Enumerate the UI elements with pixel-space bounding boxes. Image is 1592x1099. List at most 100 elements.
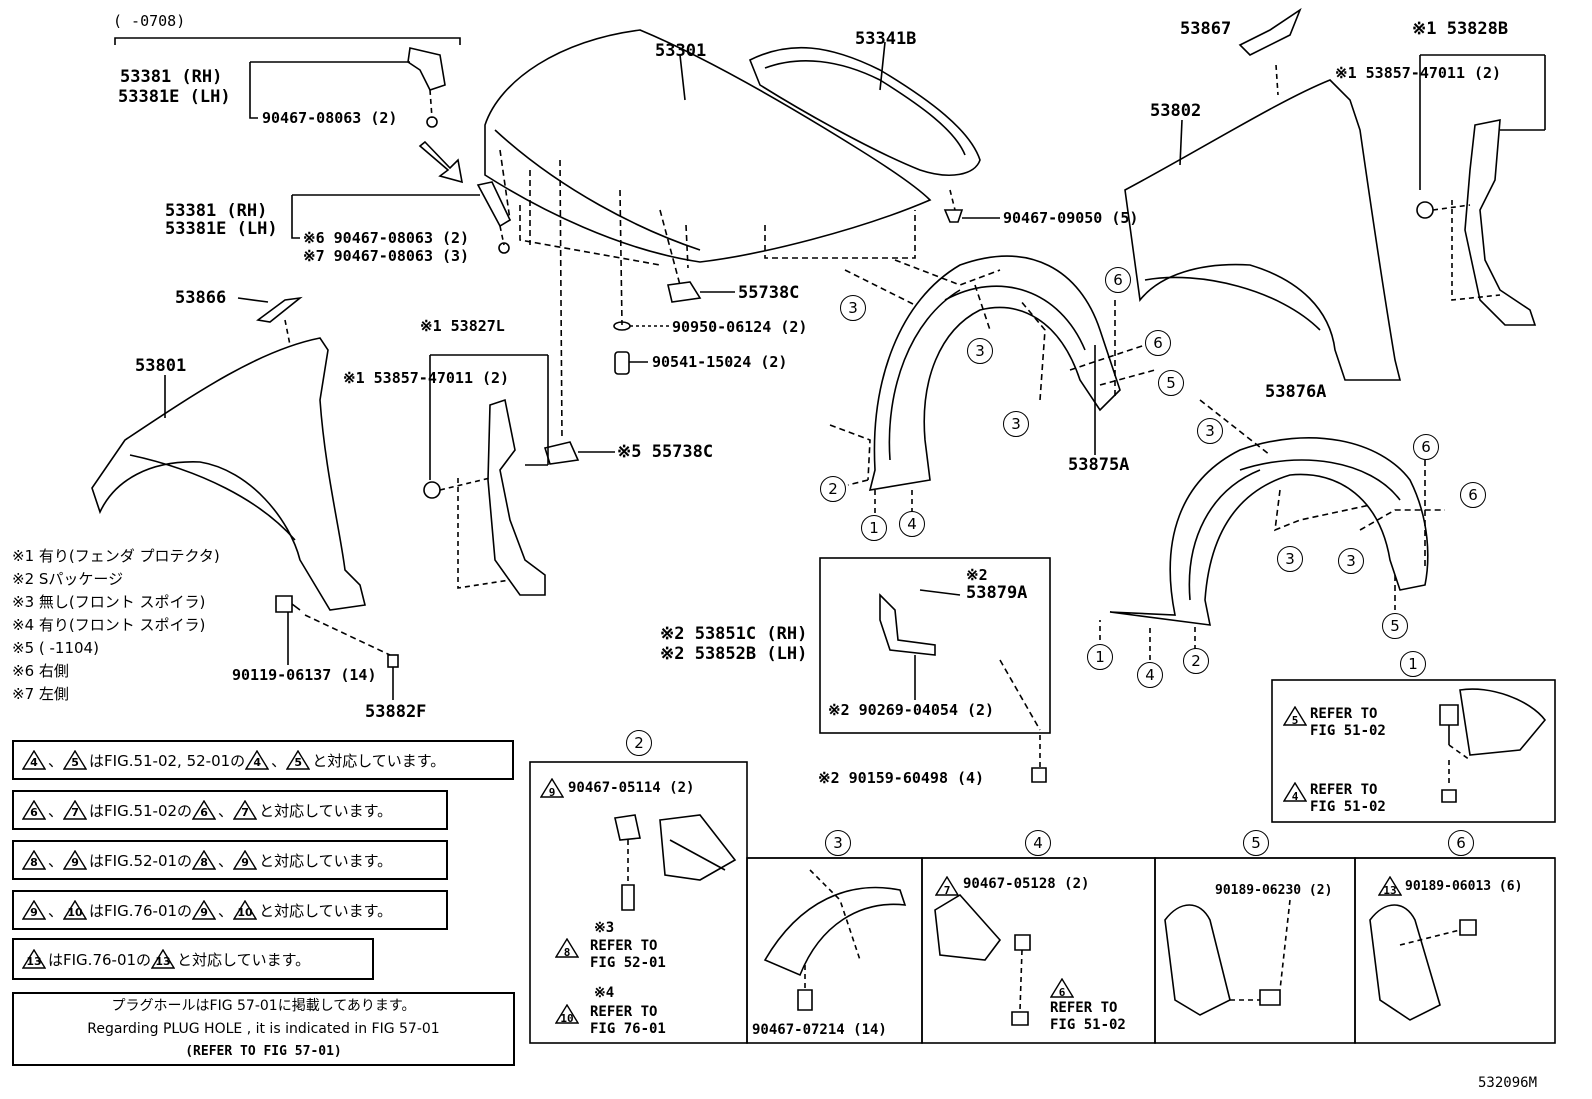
hood-53301: [484, 29, 932, 263]
bumper-90541-label: 90541-15024 (2): [652, 353, 788, 371]
legend-note: ※5 ( -1104): [12, 639, 99, 657]
liner-lh-label: 53876A: [1265, 382, 1327, 402]
liner-53875A: [868, 255, 1121, 491]
cushion-55738c-label: 55738C: [738, 283, 800, 303]
clip-protector-rh-label: ※1 53857-47011 (2): [1335, 64, 1502, 82]
bracket-53879a-label: 53879A: [966, 583, 1028, 603]
seal-53866-label: 53866: [175, 288, 227, 308]
clip-90467-09050-label: 90467-09050 (5): [1003, 209, 1139, 227]
detail-4-part: 90467-05128 (2): [963, 876, 1090, 892]
triangle-ref-icon: 10: [233, 900, 258, 920]
legend-note: ※2 Sパッケージ: [12, 570, 124, 588]
triangle-ref-icon: 5: [286, 750, 311, 770]
callout-4: 4: [1137, 662, 1163, 688]
detail-4-ref: REFER TO FIG 51-02: [1050, 1000, 1126, 1033]
fender-53802: [1124, 79, 1402, 381]
bracket-53879a-note: ※2: [966, 566, 988, 584]
detail-1-ref-b: 4: [1283, 782, 1309, 803]
callout-1: 1: [861, 515, 887, 541]
detail-1-ref-b-text: REFER TO FIG 51-02: [1310, 782, 1386, 815]
correspondence-tail: と対応しています。: [312, 751, 446, 770]
callout-4: 4: [899, 511, 925, 537]
bracket-box: [819, 557, 1051, 734]
triangle-ref-icon: 13: [1378, 876, 1402, 897]
callout-6: 6: [1145, 330, 1171, 356]
triangle-ref-icon: 9: [233, 850, 258, 870]
detail-box-2: [529, 761, 748, 1044]
correspondence-text: はFIG.51-02の: [89, 801, 193, 820]
callout-6: 6: [1413, 434, 1439, 460]
protector-lh-label: ※1 53827L: [420, 317, 505, 335]
bracket-mid-rh-label: 53381 (RH): [165, 201, 268, 221]
bracket-top-rh-label: 53381 (RH): [120, 67, 223, 87]
correspondence-text: はFIG.51-02, 52-01の: [89, 751, 246, 770]
triangle-ref-icon: 7: [233, 800, 258, 820]
protector-53827L: [487, 398, 546, 596]
detail-6-header: 6: [1448, 830, 1474, 856]
callout-2: 2: [1183, 648, 1209, 674]
clip-mid-6-label: ※6 90467-08063 (2): [303, 229, 470, 247]
detail-2-ref3: REFER TO FIG 52-01: [590, 938, 666, 971]
legend-note: ※4 有り(フロント スポイラ): [12, 616, 206, 634]
triangle-ref-icon: 6: [192, 800, 217, 820]
bracket-mid-lh-label: 53381E (LH): [165, 219, 278, 239]
detail-2-part: 90467-05114 (2): [568, 780, 695, 796]
triangle-ref-icon: 9: [192, 900, 217, 920]
detail-2-ref4-tri: 10: [555, 1004, 581, 1025]
clip-protector-lh-label: ※1 53857-47011 (2): [343, 369, 510, 387]
clip-mid-7-label: ※7 90467-08063 (3): [303, 247, 470, 265]
detail-2-ref4: REFER TO FIG 76-01: [590, 1004, 666, 1037]
detail-4-header: 4: [1025, 830, 1051, 856]
bracket-53381-top: [407, 47, 446, 91]
direction-arrow: [418, 140, 464, 184]
callout-3: 3: [967, 338, 993, 364]
bracket-53852b-label: ※2 53852B (LH): [660, 644, 808, 664]
legend-note: ※3 無し(フロント スポイラ): [12, 593, 206, 611]
plug-note-line1: プラグホールはFIG 57-01に掲載してあります。: [111, 998, 416, 1014]
detail-5-part: 90189-06230 (2): [1215, 883, 1333, 898]
spacer-53882f-label: 53882F: [365, 702, 427, 722]
triangle-ref-icon: 4: [245, 750, 270, 770]
triangle-ref-icon: 8: [22, 850, 46, 870]
detail-box-3: [746, 857, 923, 1044]
callout-3: 3: [1277, 546, 1303, 572]
callout-3: 3: [1003, 411, 1029, 437]
fender-53801: [91, 337, 366, 611]
hood-label: 53301: [655, 41, 707, 61]
triangle-ref-icon: 9: [540, 778, 564, 799]
triangle-ref-icon: 13: [151, 949, 176, 969]
detail-3-part: 90467-07214 (14): [752, 1022, 887, 1038]
callout-3: 3: [840, 295, 866, 321]
clip-bracket-top-label: 90467-08063 (2): [262, 109, 398, 127]
triangle-ref-icon: 10: [555, 1004, 579, 1025]
correspondence-text: はFIG.52-01の: [89, 851, 193, 870]
diagram-code: 532096M: [1478, 1075, 1538, 1091]
plug-hole-note: プラグホールはFIG 57-01に掲載してあります。 Regarding PLU…: [12, 992, 515, 1066]
hood-seal-label: 53341B: [855, 29, 917, 49]
legend-note: ※1 有り(フェンダ プロテクタ): [12, 547, 220, 565]
triangle-ref-icon: 9: [63, 850, 88, 870]
detail-1-ref-a: 5: [1283, 706, 1309, 727]
correspondence-tail: と対応しています。: [177, 950, 311, 969]
bracket-53851c-label: ※2 53851C (RH): [660, 624, 808, 644]
triangle-ref-icon: 7: [63, 800, 88, 820]
detail-1-header: 1: [1400, 651, 1426, 677]
protector-53828B: [1464, 119, 1537, 326]
correspondence-box: 13 はFIG.76-01の 13 と対応しています。: [12, 938, 374, 980]
liner-rh-label: 53875A: [1068, 455, 1130, 475]
cushion-55738c-5-label: ※5 55738C: [617, 442, 714, 462]
correspondence-tail: と対応しています。: [259, 851, 393, 870]
legend-note: ※6 右側: [12, 662, 69, 680]
bracket-top-lh-label: 53381E (LH): [118, 87, 231, 107]
triangle-ref-icon: 10: [63, 900, 88, 920]
detail-4-tri: 7: [935, 876, 961, 897]
triangle-ref-icon: 7: [935, 876, 959, 897]
callout-6: 6: [1460, 482, 1486, 508]
triangle-ref-icon: 9: [22, 900, 46, 920]
correspondence-tail: と対応しています。: [259, 801, 393, 820]
fender-lh-label: 53801: [135, 356, 187, 376]
plug-note-line2: Regarding PLUG HOLE , it is indicated in…: [87, 1021, 440, 1037]
callout-6: 6: [1105, 267, 1131, 293]
correspondence-box: 4 、 5 はFIG.51-02, 52-01の 4 、 5 と対応しています。: [12, 740, 514, 780]
triangle-ref-icon: 5: [63, 750, 88, 770]
